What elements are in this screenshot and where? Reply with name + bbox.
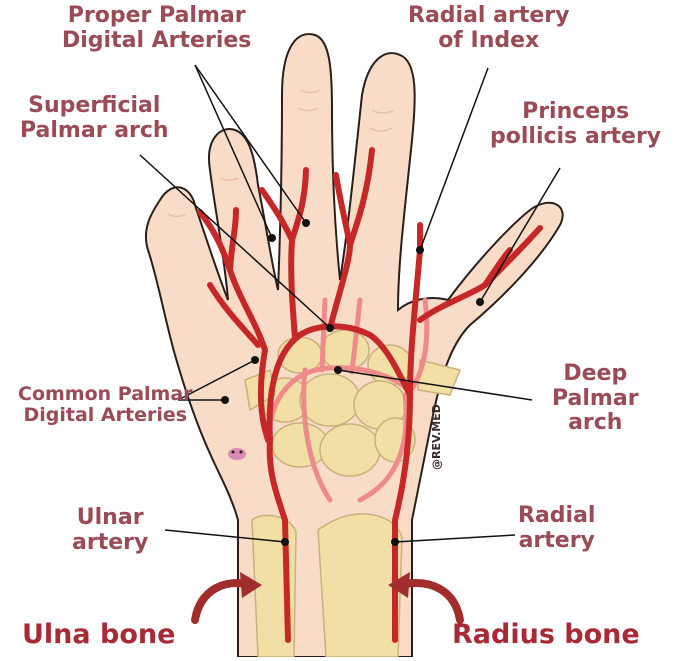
label-line: Ulnar — [76, 505, 144, 530]
label-line: Digital Arteries — [23, 404, 188, 427]
label-line: Superficial — [28, 93, 161, 118]
label-line: artery — [72, 529, 149, 555]
pointer-lines — [139, 64, 561, 543]
label-ulnar-artery: Ulnar artery — [72, 505, 149, 555]
deep-palmar-arch-vessels — [265, 297, 430, 503]
label-line: Radial artery — [408, 3, 570, 28]
label-radius-bone: Radius bone — [452, 619, 640, 650]
forearm-bones — [251, 513, 403, 658]
label-line: Princeps — [522, 99, 630, 124]
label-line: of Index — [438, 27, 540, 53]
label-proper-palmar-digital: Proper Palmar Digital Arteries — [62, 3, 252, 53]
label-line: Palmar arch — [20, 117, 169, 143]
label-deep-palmar-arch: Deep Palmar arch — [552, 361, 639, 436]
label-common-palmar-digital: Common Palmar Digital Arteries — [18, 383, 193, 427]
label-princeps-pollicis: Princeps pollicis artery — [490, 99, 662, 149]
label-ulna-bone: Ulna bone — [22, 619, 176, 650]
credit-watermark: @REV.MED — [430, 404, 443, 470]
label-line: Digital Arteries — [62, 27, 252, 53]
superficial-palmar-arch-path — [297, 323, 413, 398]
label-superficial-palmar-arch: Superficial Palmar arch — [20, 93, 169, 143]
label-line: Deep — [563, 361, 628, 386]
superficial-arteries — [197, 147, 543, 643]
finger-creases — [167, 89, 395, 218]
radial-artery-path — [392, 392, 413, 643]
label-line: Common Palmar — [18, 383, 193, 405]
radial-index-artery — [407, 222, 423, 398]
mascot-icon — [228, 448, 246, 460]
label-radial-artery: Radial artery — [518, 503, 596, 553]
label-radial-artery-index: Radial artery of Index — [408, 3, 570, 53]
label-line: pollicis artery — [490, 123, 662, 149]
pointer-dots — [221, 219, 484, 546]
label-line: arch — [568, 410, 623, 436]
common-digital-2 — [288, 237, 298, 341]
arrow-heads — [240, 572, 410, 598]
common-digital-3 — [327, 242, 353, 331]
radius-bone-shape — [317, 513, 403, 658]
label-line: Proper Palmar — [67, 3, 246, 28]
common-digital-1 — [227, 267, 268, 353]
label-line: Radial — [518, 503, 596, 528]
label-line: artery — [518, 527, 595, 553]
label-line: Palmar — [552, 385, 639, 411]
